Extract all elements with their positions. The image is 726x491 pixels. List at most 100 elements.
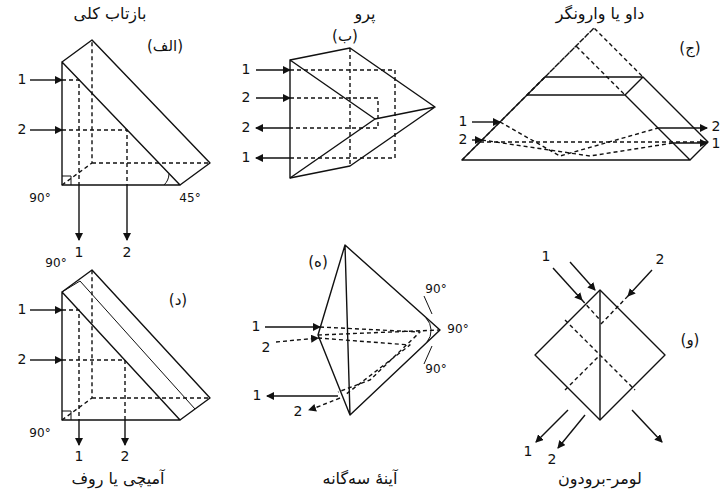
light-ray-part [62,310,125,420]
light-ray-part [30,129,62,130]
right-angle-prism [62,40,210,185]
porro-prism-part [290,60,375,178]
panel-letter: (د) [169,292,187,309]
ray-number: 2 [548,452,557,467]
ray-number: 1 [524,444,533,459]
ray-number: 1 [253,388,262,403]
prism-title: داو یا وارونگر [556,5,645,23]
roof-prism [62,270,210,420]
right-angle-prism-part [62,40,210,185]
dove-prism-part [527,28,643,95]
panel-letter: (ه) [308,254,328,271]
ray-number: 1 [712,136,721,151]
ray-number: 1 [18,302,27,317]
light-ray-part [256,157,290,158]
porro-prism-part [290,48,435,178]
light-ray-part [472,121,500,122]
roof-prism-part [62,270,210,420]
dove-prism-part [462,77,708,160]
lummer-brodhun-cube-part [535,290,665,420]
angle-label: 90° [45,257,66,270]
ray-number: 1 [542,249,551,264]
light-ray-part [658,127,707,128]
light-ray-part [256,97,290,98]
dove-prism-part [462,95,690,160]
prism-title: آینهٔ سه‌گانه [323,470,398,488]
light-ray-part [126,185,127,240]
right-angle-prism-part [62,62,180,185]
light-ray-part [558,415,585,448]
angle-label: 90° [425,283,446,296]
prism-title: آمیچی یا روف [71,470,164,488]
light-ray-part [276,338,318,342]
light-ray [30,310,125,445]
light-ray-part [628,270,652,296]
ray-number: 1 [252,319,261,334]
light-ray [265,327,420,410]
light-ray-part [30,309,62,310]
roof-prism-part [62,292,180,420]
roof-prism-part [62,281,195,409]
light-ray-part [290,70,395,158]
ray-number: 2 [242,120,251,135]
prism-title: لومر-برودون [558,470,642,488]
angle-label: 90° [447,323,468,336]
porro-prism-part [349,48,350,166]
corner-cube-part [318,330,440,335]
ray-number: 2 [712,119,721,134]
ray-number: 2 [123,245,132,260]
dove-prism [462,28,708,160]
light-ray-part [482,122,673,156]
light-ray-part [265,326,320,327]
light-ray [30,80,127,240]
light-ray-part [632,410,662,442]
ray-number: 1 [242,62,251,77]
corner-cube-part [318,245,440,415]
ray-number: 2 [18,352,27,367]
light-ray-part [256,127,290,128]
light-ray [256,70,395,158]
light-ray-part [472,139,482,140]
ray-number: 1 [75,449,84,464]
right-angle-prism-part [164,174,169,185]
panel-letter: (الف) [147,38,183,55]
light-ray-part [673,142,707,143]
right-angle-prism-part [62,176,71,185]
light-ray [536,262,662,448]
ray-number: 1 [459,114,468,129]
roof-prism-part [62,411,71,420]
light-ray-part [267,395,338,396]
ray-number: 1 [75,245,84,260]
light-ray-part [318,327,420,395]
light-ray-part [78,420,79,445]
light-ray-part [30,79,62,80]
ray-number: 2 [656,252,665,267]
light-ray-part [124,420,125,445]
angle-label: 90° [29,427,50,440]
angle-label: 90° [425,363,446,376]
porro-prism [290,48,435,178]
ray-number: 2 [294,404,303,419]
light-ray-part [78,185,79,240]
ray-number: 2 [262,340,271,355]
ray-number: 2 [459,132,468,147]
light-ray-part [582,296,628,325]
light-ray-part [256,69,290,70]
light-ray-part [62,80,127,185]
ray-number: 2 [121,449,130,464]
ray-number: 2 [18,122,27,137]
corner-cube [318,245,440,415]
prism-title: پرو [354,5,375,23]
lummer-brodhun-cube [535,290,665,420]
panel-letter: (ب) [332,28,358,45]
light-ray-part [30,359,62,360]
dove-prism-part [527,77,708,160]
light-ray-part [536,410,568,442]
angle-label: 90° [29,192,50,205]
corner-cube-part [424,296,432,364]
light-ray-part [309,398,340,410]
light-ray [472,122,707,156]
light-ray-part [553,268,582,300]
ray-number: 1 [242,150,251,165]
